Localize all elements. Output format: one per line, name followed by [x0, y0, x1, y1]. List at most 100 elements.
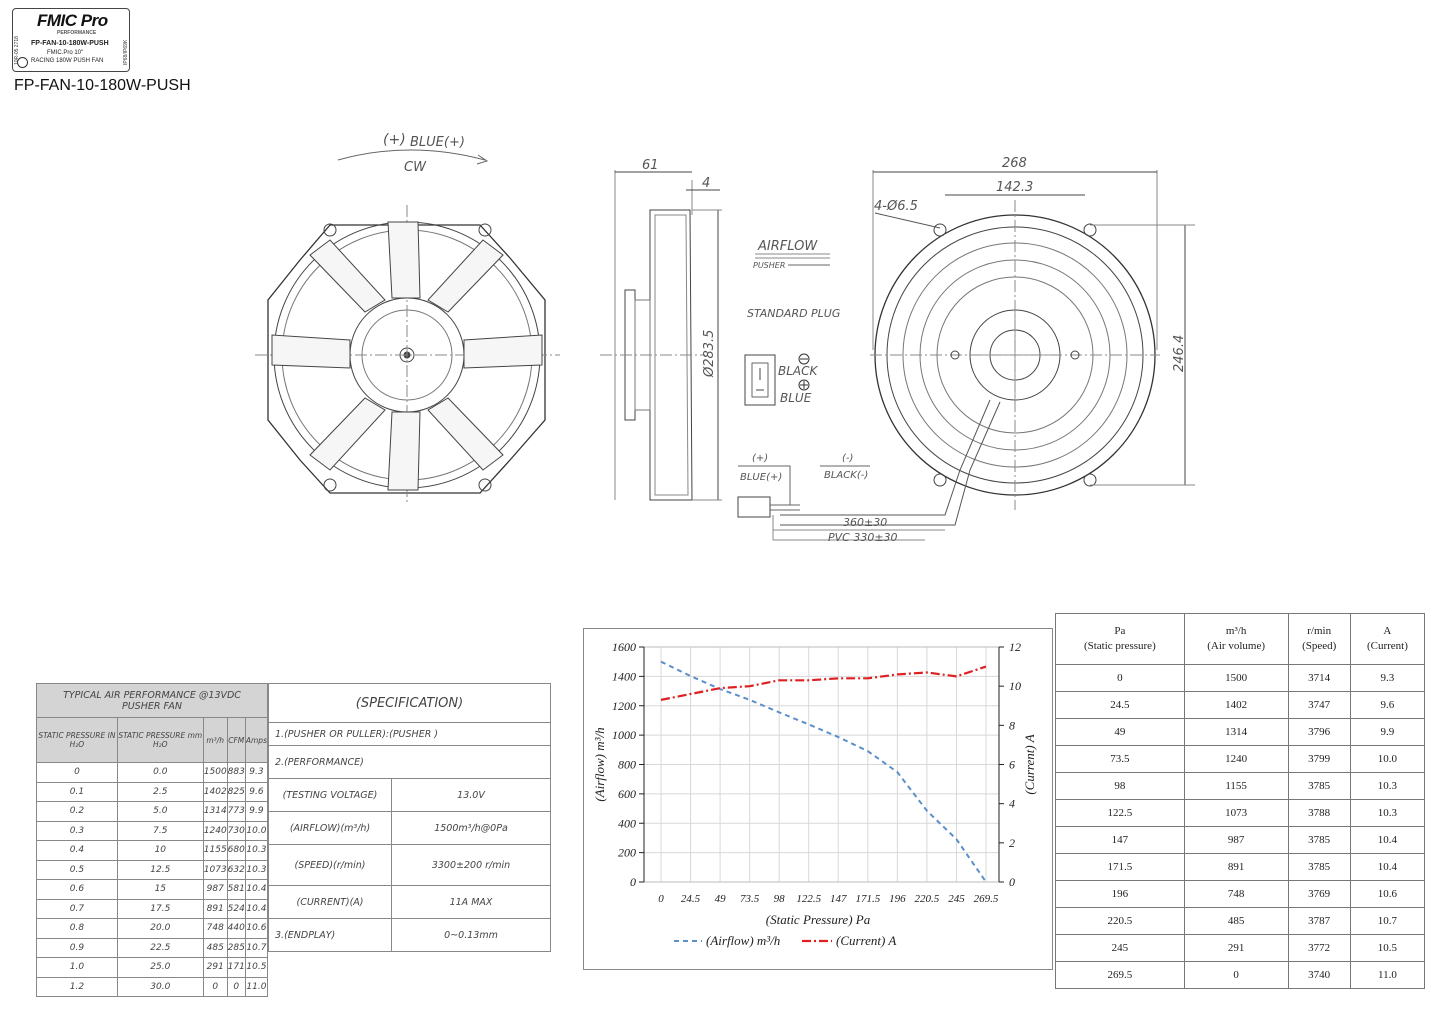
table-cell: 10.6: [1349, 880, 1426, 908]
table-cell: 1314: [202, 801, 228, 822]
spec-key: (SPEED)(r/min): [268, 844, 392, 886]
y-tick-label: 0: [630, 875, 636, 889]
table-cell: 9.9: [244, 801, 269, 822]
y-axis-title: (Airflow) m³/h: [592, 727, 607, 801]
table-cell: 0.0: [116, 762, 204, 783]
perf-header: m³/h: [202, 717, 228, 763]
table-cell: 7.5: [116, 820, 204, 841]
table-cell: 25.0: [116, 957, 204, 978]
table-cell: 171: [226, 957, 246, 978]
table-cell: 10.3: [1349, 799, 1426, 827]
rotation-label: CW: [404, 160, 427, 175]
y2-tick-label: 6: [1009, 758, 1015, 772]
label-part: FP-FAN-10-180W-PUSH: [31, 40, 109, 47]
table-cell: 3799: [1287, 745, 1351, 773]
ground-icon: [17, 57, 28, 68]
table-cell: 12.5: [116, 859, 204, 880]
table-cell: 11.0: [1349, 961, 1426, 989]
spec-value: 13.0V: [391, 778, 551, 812]
table-cell: 73.5: [1055, 745, 1185, 773]
table-cell: 3787: [1287, 907, 1351, 935]
table-cell: 0.1: [36, 781, 118, 802]
wire-black-label: BLACK(-): [824, 470, 868, 481]
table-cell: 3785: [1287, 772, 1351, 800]
perf-header: Amps: [244, 717, 269, 763]
spec-key: (CURRENT)(A): [268, 885, 392, 919]
table-cell: 1402: [202, 781, 228, 802]
drawing-plus-label: (+): [383, 132, 406, 148]
data-header: A(Current): [1349, 613, 1426, 665]
table-cell: 10.3: [244, 840, 269, 861]
y-tick-label: 800: [618, 758, 636, 772]
table-cell: 11.0: [244, 976, 269, 997]
table-cell: 9.3: [244, 762, 269, 783]
table-cell: 0.8: [36, 918, 118, 939]
airflow-label: AIRFLOW: [757, 239, 818, 254]
table-cell: 773: [226, 801, 246, 822]
table-cell: 825: [226, 781, 246, 802]
product-label: FMIC Pro PERFORMANCE 10R-05 2718 IP68/IP…: [12, 8, 130, 72]
table-cell: 0.2: [36, 801, 118, 822]
fan-front-view: [255, 149, 560, 505]
x-tick-label: 220.5: [915, 893, 940, 905]
table-cell: 24.5: [1055, 691, 1185, 719]
dim-4: 4: [702, 176, 710, 191]
black-label: BLACK: [778, 364, 819, 378]
table-cell: 147: [1055, 826, 1185, 854]
table-cell: 1240: [202, 820, 228, 841]
table-cell: 17.5: [116, 898, 204, 919]
table-cell: 891: [1183, 853, 1289, 881]
table-cell: 0: [1055, 664, 1185, 692]
x-tick-label: 171.5: [855, 893, 880, 905]
table-cell: 10.5: [244, 957, 269, 978]
spec-value: 1500m³/h@0Pa: [391, 811, 551, 845]
data-table: Pa(Static pressure) m³/h(Air volume) r/m…: [1055, 613, 1426, 989]
spec-title: (SPECIFICATION): [268, 683, 551, 723]
table-cell: 485: [202, 937, 228, 958]
dim-246: 246.4: [1172, 335, 1187, 372]
y2-tick-label: 4: [1009, 797, 1015, 811]
label-desc-1: FMIC.Pro 10": [47, 50, 84, 56]
table-cell: 245: [1055, 934, 1185, 962]
table-cell: 1314: [1183, 718, 1289, 746]
data-header: Pa(Static pressure): [1055, 613, 1185, 665]
fan-side-view: [600, 170, 722, 501]
table-cell: 1500: [1183, 664, 1289, 692]
table-cell: 891: [202, 898, 228, 919]
dim-61: 61: [642, 158, 659, 173]
table-cell: 122.5: [1055, 799, 1185, 827]
table-cell: 10.3: [244, 859, 269, 880]
table-cell: 10.4: [1349, 853, 1426, 881]
blue-label: BLUE: [780, 391, 812, 405]
pusher-label: PUSHER: [753, 261, 785, 270]
x-tick-label: 269.5: [974, 893, 999, 905]
table-cell: 1073: [202, 859, 228, 880]
y-tick-label: 200: [618, 846, 636, 860]
table-cell: 1240: [1183, 745, 1289, 773]
technical-drawing: (+) BLUE(+) CW 61 4 268 142.3 4-Ø6.5 Ø28…: [255, 132, 1195, 544]
spec-value: 11A MAX: [391, 885, 551, 919]
table-cell: 0: [1183, 961, 1289, 989]
spec-item-1: 1.(PUSHER OR PULLER):(PUSHER ): [268, 722, 551, 746]
dim-holes: 4-Ø6.5: [874, 199, 918, 214]
x-tick-label: 147: [830, 893, 847, 905]
x-tick-label: 122.5: [796, 893, 821, 905]
table-cell: 285: [226, 937, 246, 958]
series-airflow-line: [660, 660, 987, 883]
table-cell: 269.5: [1055, 961, 1185, 989]
y-tick-label: 1600: [612, 640, 636, 654]
spec-key: (TESTING VOLTAGE): [268, 778, 392, 812]
table-cell: 3714: [1287, 664, 1351, 692]
table-cell: 10.0: [244, 820, 269, 841]
